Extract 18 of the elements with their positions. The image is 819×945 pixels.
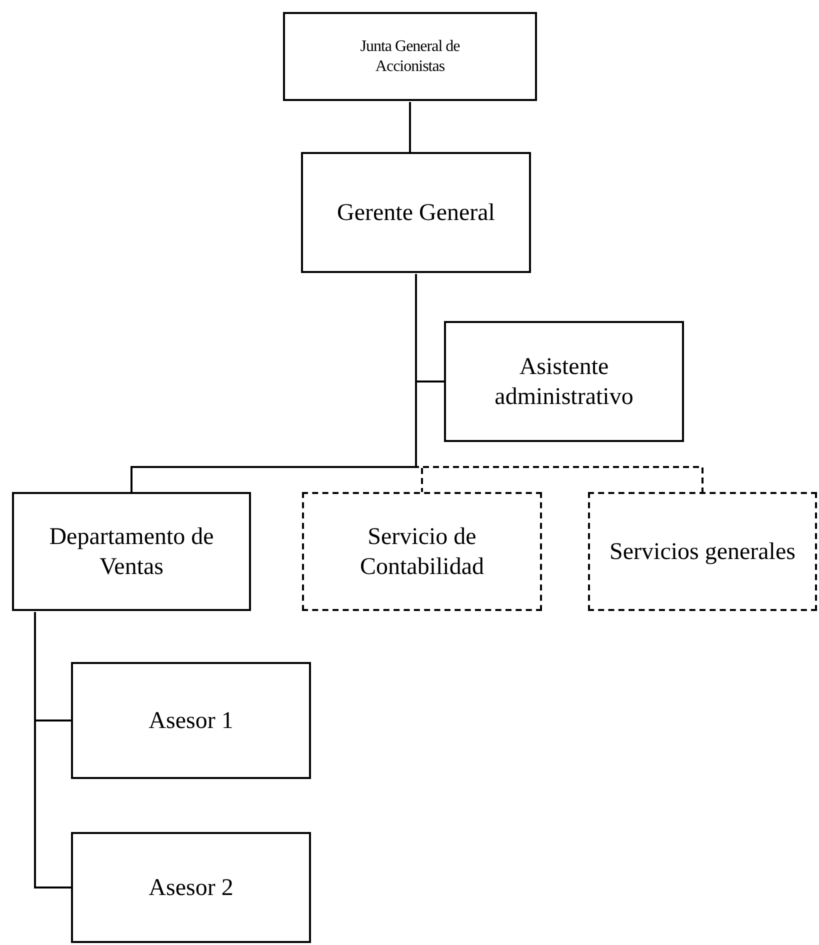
org-box [302,492,542,611]
org-box [588,492,817,611]
position-title: Asistente administrativo [494,352,634,412]
org-box [12,492,251,611]
org-box [283,12,537,101]
position-title: Gerente General [337,198,495,228]
position-title: Departamento de Ventas [48,522,215,582]
position-title: Servicios generales [610,538,796,566]
position-title: Asesor 1 [148,706,234,736]
connector-line [409,102,411,152]
org-box [444,321,684,442]
position-title: Servicio de Contabilidad [359,522,485,582]
org-box [71,662,311,779]
position-title: Asesor 2 [148,874,234,902]
org-box [301,152,531,273]
connector-line [34,612,71,888]
org-box [71,832,311,943]
position-title: Junta General de Accionistas [359,36,461,76]
